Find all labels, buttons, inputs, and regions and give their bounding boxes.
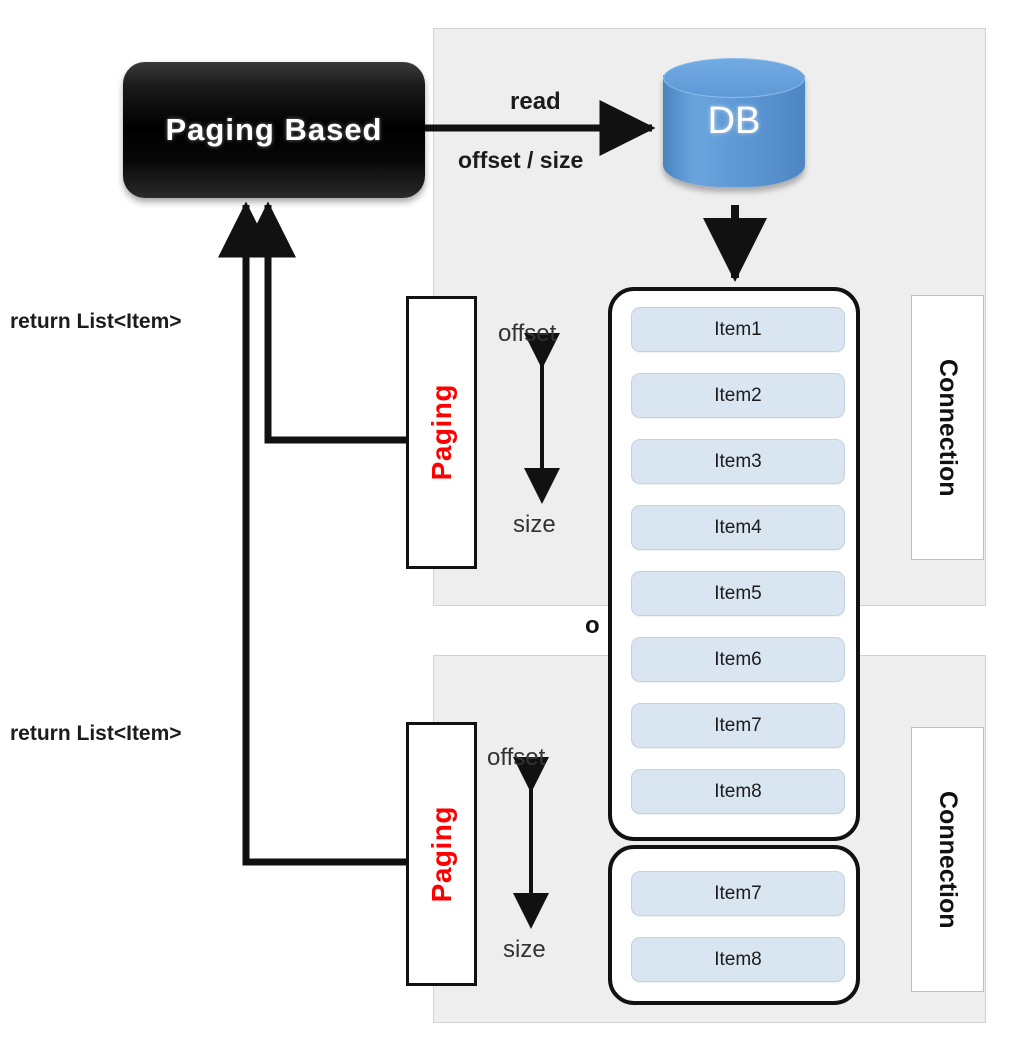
edge-label-offset-size: offset / size: [458, 147, 584, 173]
edge-label-return-bottom: return List<Item>: [10, 722, 182, 745]
connection-box-bottom-label: Connection: [934, 790, 962, 929]
db-label: DB: [707, 100, 761, 142]
range-label-size-bottom: size: [503, 936, 546, 963]
paging-box-top-label: Paging: [425, 384, 457, 481]
node-paging-based[interactable]: Paging Based: [123, 62, 425, 198]
database-cylinder-icon[interactable]: DB: [663, 58, 805, 204]
list-item[interactable]: Item5: [631, 571, 845, 616]
list-item[interactable]: Item7: [631, 871, 845, 916]
wire-paging-top-return: [240, 201, 406, 444]
connection-box-bottom[interactable]: Connection: [911, 727, 984, 992]
list-item[interactable]: Item6: [631, 637, 845, 682]
list-item[interactable]: Item3: [631, 439, 845, 484]
range-label-size-top: size: [513, 511, 556, 538]
paging-box-bottom-label: Paging: [425, 805, 457, 903]
list-item[interactable]: Item8: [631, 937, 845, 982]
node-paging-based-label: Paging Based: [165, 112, 383, 147]
connection-box-top[interactable]: Connection: [911, 295, 984, 560]
list-item[interactable]: Item8: [631, 769, 845, 814]
edge-label-read: read: [510, 88, 561, 115]
occluded-offset-text: o: [585, 612, 600, 639]
list-item[interactable]: Item7: [631, 703, 845, 748]
list-item[interactable]: Item4: [631, 505, 845, 550]
range-label-offset-bottom: offset: [487, 744, 546, 771]
connection-box-top-label: Connection: [934, 358, 962, 497]
list-item[interactable]: Item2: [631, 373, 845, 418]
item-container-upper: Item1 Item2 Item3 Item4 Item5 Item6 Item…: [608, 287, 860, 841]
list-item[interactable]: Item1: [631, 307, 845, 352]
paging-box-bottom[interactable]: Paging: [406, 722, 477, 986]
item-container-lower: Item7 Item8: [608, 845, 860, 1005]
edge-label-return-top: return List<Item>: [10, 310, 182, 333]
db-cylinder-top: [663, 58, 805, 98]
wire-paging-bottom-return: [218, 201, 406, 866]
range-label-offset-top: offset: [498, 320, 557, 347]
paging-box-top[interactable]: Paging: [406, 296, 477, 569]
